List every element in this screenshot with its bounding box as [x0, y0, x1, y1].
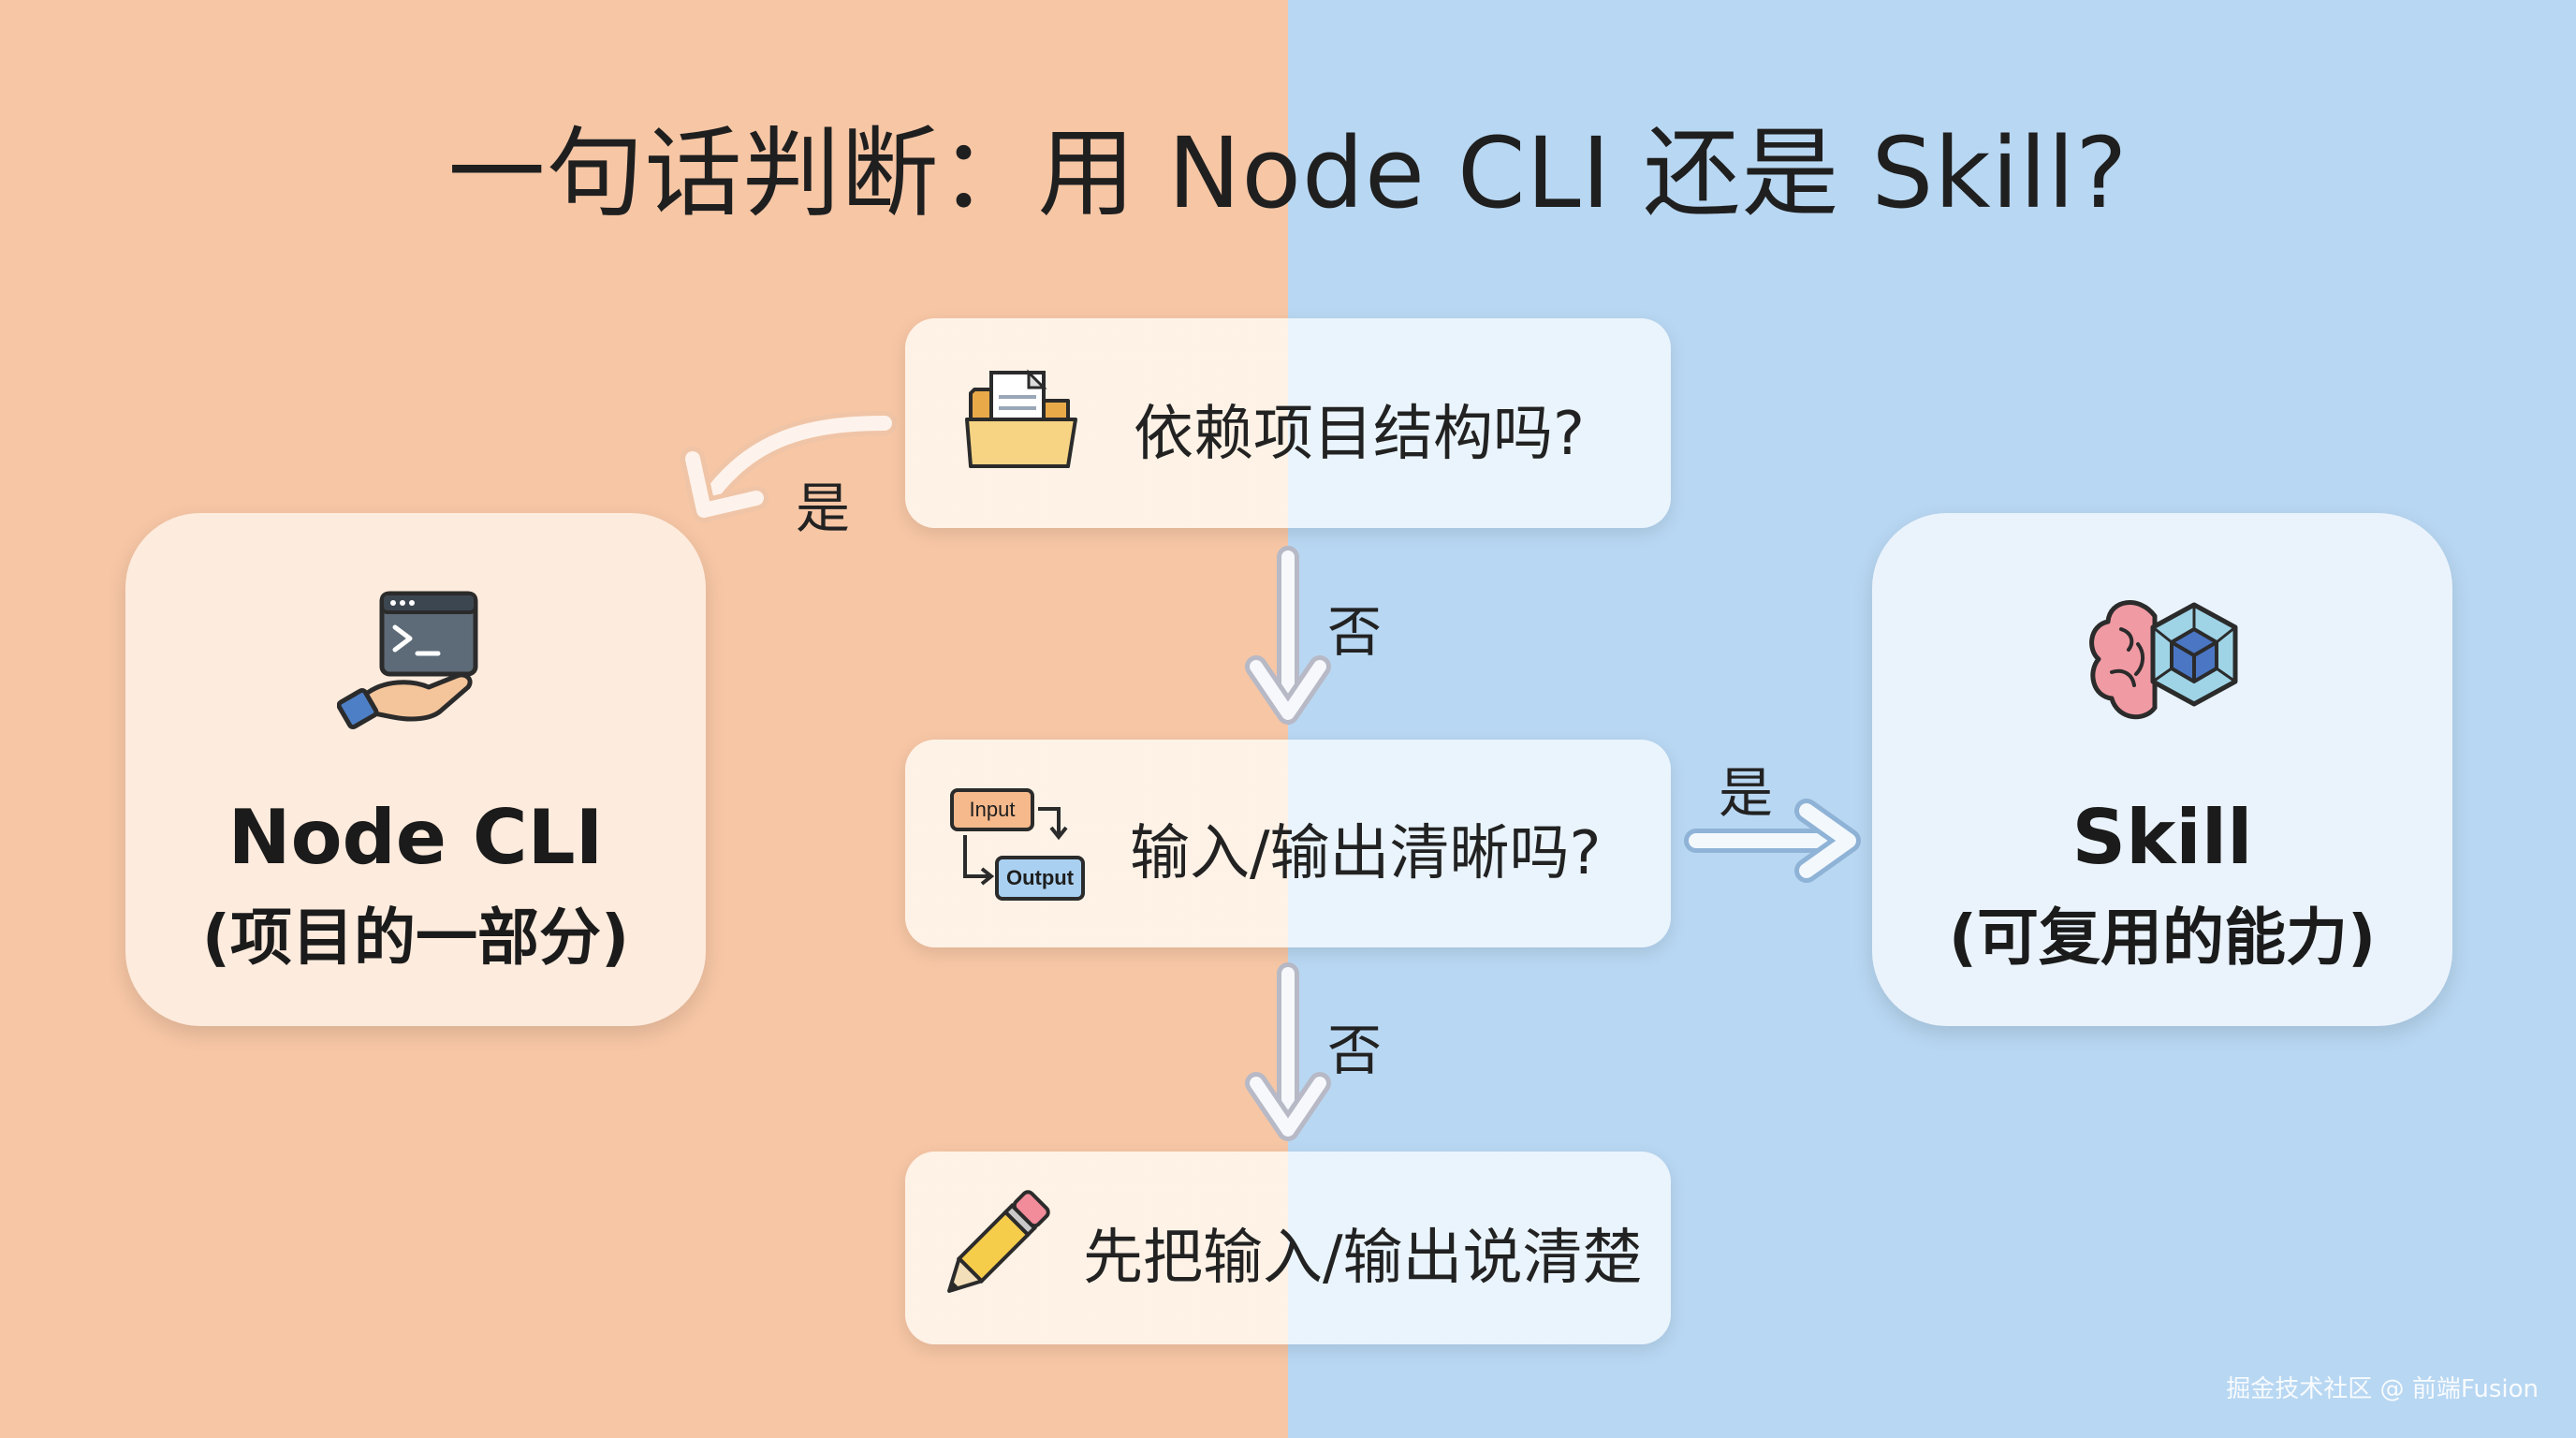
yes-arrow-to-skill — [1684, 799, 1861, 883]
brain-cube-icon — [2089, 600, 2238, 720]
outcome-card-node-cli: Node CLI (项目的一部分) — [125, 513, 706, 1026]
question-box-project-structure: 依赖项目结构吗? — [905, 318, 1671, 528]
action-box-clarify-io: 先把输入/输出说清楚 — [905, 1152, 1671, 1344]
outcome-card-skill: Skill (可复用的能力) — [1872, 513, 2452, 1026]
terminal-hand-icon — [337, 591, 478, 730]
icon-output-text: Output — [1006, 866, 1075, 889]
page-title: 一句话判断：用 Node CLI 还是 Skill? — [447, 116, 2129, 230]
outcome-subtitle: (项目的一部分) — [201, 902, 630, 974]
question-box-io-clear: Input Output 输入/输出清晰吗? — [905, 740, 1671, 947]
edge-label-yes-skill: 是 — [1719, 761, 1774, 825]
watermark: 掘金技术社区 @ 前端Fusion — [2226, 1375, 2539, 1403]
folder-documents-icon — [965, 369, 1077, 468]
input-output-icon: Input Output — [950, 788, 1085, 901]
edge-label-no-2: 否 — [1327, 1019, 1383, 1082]
no-arrow-1 — [1245, 546, 1331, 725]
edge-label-yes-node-cli: 是 — [796, 477, 851, 540]
pencil-icon — [947, 1190, 1050, 1293]
outcome-title: Skill — [2071, 794, 2253, 881]
action-label: 先把输入/输出说清楚 — [1083, 1224, 1643, 1293]
question-label: 输入/输出清晰吗? — [1130, 819, 1602, 888]
outcome-subtitle: (可复用的能力) — [1948, 902, 2377, 974]
no-arrow-2 — [1245, 962, 1331, 1141]
icon-input-text: Input — [970, 798, 1016, 821]
edge-label-no-1: 否 — [1327, 600, 1383, 664]
question-label: 依赖项目结构吗? — [1134, 400, 1585, 469]
yes-arrow-to-node-cli — [681, 411, 897, 522]
outcome-title: Node CLI — [227, 794, 604, 881]
